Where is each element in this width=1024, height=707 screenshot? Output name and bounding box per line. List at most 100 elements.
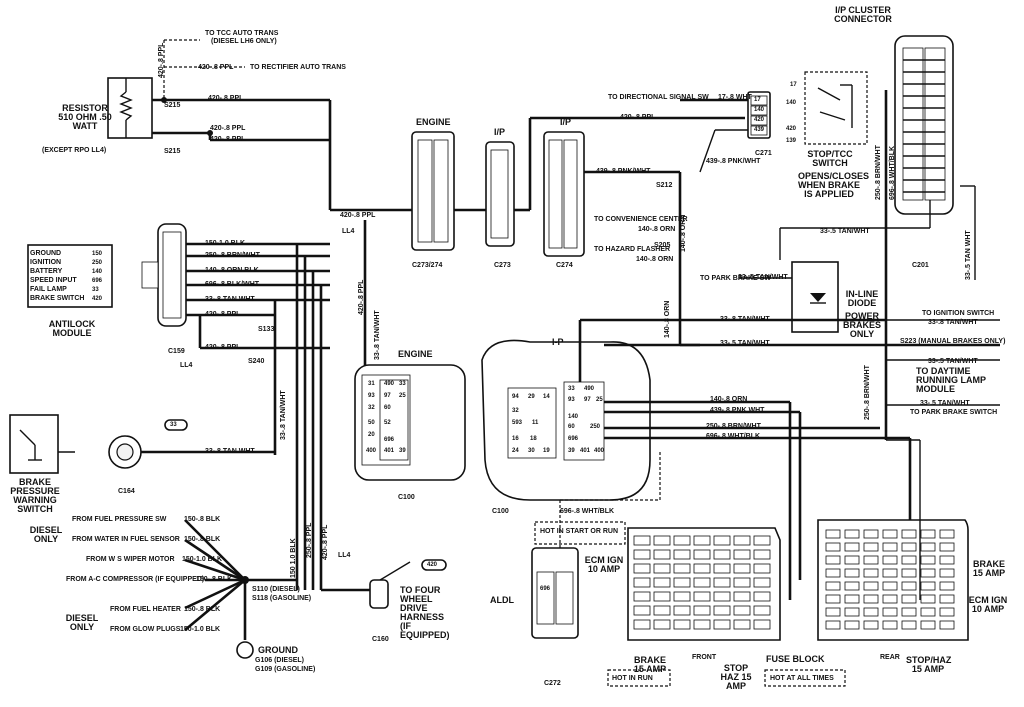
abs-pin-ground: GROUND xyxy=(30,250,62,257)
fuse-slot xyxy=(693,535,711,546)
c271-pin-439: 439 xyxy=(754,127,765,133)
c100-engine-id: C100 xyxy=(398,494,415,501)
wire-label-696-aldl: 696-.8 WHT/BLK xyxy=(560,508,615,515)
ip-conn-b-id: C274 xyxy=(556,262,573,269)
c272-id: C272 xyxy=(544,680,561,687)
fuse-slot xyxy=(920,594,936,604)
antilock-module-title: ANTILOCK MODULE xyxy=(48,319,96,338)
wire-label-696: 696-.8 BLK/WHT xyxy=(205,281,260,288)
fuse-slot xyxy=(633,619,651,630)
c100i-pin-19: 19 xyxy=(543,448,550,454)
splice-s240: S240 xyxy=(248,358,265,365)
wire-label-439: 439-.8 PNK/WHT xyxy=(596,168,651,175)
wire-label-150-fp: 150-.8 BLK xyxy=(184,516,221,523)
label-to-convenience: TO CONVENIENCE CENTER xyxy=(594,216,688,223)
fuse-slot xyxy=(939,594,955,604)
fuse-slot xyxy=(825,568,841,578)
stop-pin-17: 17 xyxy=(790,82,797,88)
fuse-slot xyxy=(633,535,651,546)
fuse-slot xyxy=(713,591,731,602)
splice-s223: S223 (MANUAL BRAKES ONLY) xyxy=(900,338,1006,345)
c100i-pin-30: 30 xyxy=(528,448,535,454)
c160-id: C160 xyxy=(372,636,389,643)
fuse-slot xyxy=(693,577,711,588)
abs-pin-ignition: IGNITION xyxy=(30,259,62,266)
splice-s215-a: S215 xyxy=(164,102,181,109)
fuse-slot xyxy=(901,607,917,617)
stop-haz-front: STOP HAZ 15 AMP xyxy=(720,663,752,691)
wire-label-420-2: 420-.8 PPL xyxy=(198,64,234,71)
stop-tcc-note: OPENS/CLOSES WHEN BRAKE IS APPLIED xyxy=(798,171,870,199)
fuse-slot xyxy=(825,607,841,617)
fuse-slot xyxy=(882,620,898,630)
c100i-pin-29: 29 xyxy=(528,394,535,400)
abs-pin-num-696: 696 xyxy=(92,278,103,284)
label-to-rectifier: TO RECTIFIER AUTO TRANS xyxy=(250,64,346,71)
brake-pressure-switch xyxy=(9,414,59,474)
stop-tcc-title: STOP/TCC SWITCH xyxy=(807,149,853,168)
abs-pin-speed: SPEED INPUT xyxy=(30,277,77,284)
wire-label-33-ip: 33-.8 TAN/WHT xyxy=(374,310,381,360)
fuse-slot xyxy=(882,555,898,565)
fuse-slot xyxy=(653,577,671,588)
fuse-slot xyxy=(753,535,771,546)
abs-pin-fail-lamp: FAIL LAMP xyxy=(30,286,67,293)
fuse-slot xyxy=(920,620,936,630)
fuse-slot xyxy=(673,619,691,630)
c100e-pin-401: 401 xyxy=(384,448,395,454)
c100e-pin-32: 32 xyxy=(368,405,375,411)
wire-label-140: 140-.8 ORN BLK xyxy=(205,267,259,274)
c100e-pin-696: 696 xyxy=(384,437,395,443)
fuse-slot xyxy=(713,549,731,560)
fuse-slot xyxy=(713,577,731,588)
fuse-slot xyxy=(901,581,917,591)
fuse-slot xyxy=(825,529,841,539)
fuse-slot xyxy=(939,555,955,565)
wire-label-33-pb: 33-.5 TAN/WHT xyxy=(920,400,970,407)
fuse-slot xyxy=(882,542,898,552)
splice-s110: S110 (DIESEL) xyxy=(252,586,300,593)
wire-label-150-wif: 150-.8 BLK xyxy=(184,536,221,543)
fuse-slot xyxy=(673,549,691,560)
fuse-slot xyxy=(653,605,671,616)
c160-connector xyxy=(369,579,389,609)
fuse-slot xyxy=(825,542,841,552)
from-ws-wiper: FROM W S WIPER MOTOR xyxy=(86,556,175,563)
fuse-slot xyxy=(825,555,841,565)
stop-pin-139: 139 xyxy=(786,138,797,144)
wire-label-140-v: 140-.8 ORN xyxy=(664,300,671,338)
c100e-pin-93: 93 xyxy=(368,393,375,399)
fuse-slot xyxy=(733,577,751,588)
wire-label-33-v: 33-.8 TAN/WHT xyxy=(280,390,287,440)
wire-label-250-c: 250-.8 BRN/WHT xyxy=(706,423,761,430)
hot-all-times: HOT AT ALL TIMES xyxy=(770,675,834,682)
brake-front: BRAKE 15 AMP xyxy=(633,655,667,674)
fuse-slot xyxy=(882,594,898,604)
diesel-only-1: DIESEL ONLY xyxy=(29,525,63,544)
fuse-slot xyxy=(693,619,711,630)
c100-ip-block xyxy=(481,339,651,501)
c100i-pin-39: 39 xyxy=(568,448,575,454)
c100e-pin-52: 52 xyxy=(384,420,391,426)
stop-pin-420: 420 xyxy=(786,126,797,132)
label-to-directional: TO DIRECTIONAL SIGNAL SW xyxy=(608,94,709,101)
wire-label-150-ac: 150-.8 BLK xyxy=(196,576,233,583)
fuse-slot xyxy=(733,535,751,546)
c100e-pin-33: 33 xyxy=(399,381,406,387)
splice-s212: S212 xyxy=(656,182,673,189)
fuse-slot xyxy=(753,563,771,574)
c100i-pin-11: 11 xyxy=(532,420,539,426)
wire-label-17: 17-.8 WHT xyxy=(718,94,752,101)
wire-label-33-ign: 33-.8 TAN/WHT xyxy=(928,319,978,326)
from-ac-compressor: FROM A-C COMPRESSOR (IF EQUIPPED) xyxy=(66,576,205,583)
wire-label-140-conv: 140-.8 ORN xyxy=(638,226,676,233)
fuse-slot xyxy=(633,605,651,616)
engine-connector-c273-274 xyxy=(411,131,455,251)
abs-pin-brake-switch: BRAKE SWITCH xyxy=(30,295,85,302)
fuse-slot xyxy=(844,620,860,630)
c100-ip-title: I-P xyxy=(552,337,564,347)
c271-id: C271 xyxy=(755,150,772,157)
fuse-slot xyxy=(863,568,879,578)
fuse-slot xyxy=(863,581,879,591)
c100i-pin-93: 93 xyxy=(568,397,575,403)
